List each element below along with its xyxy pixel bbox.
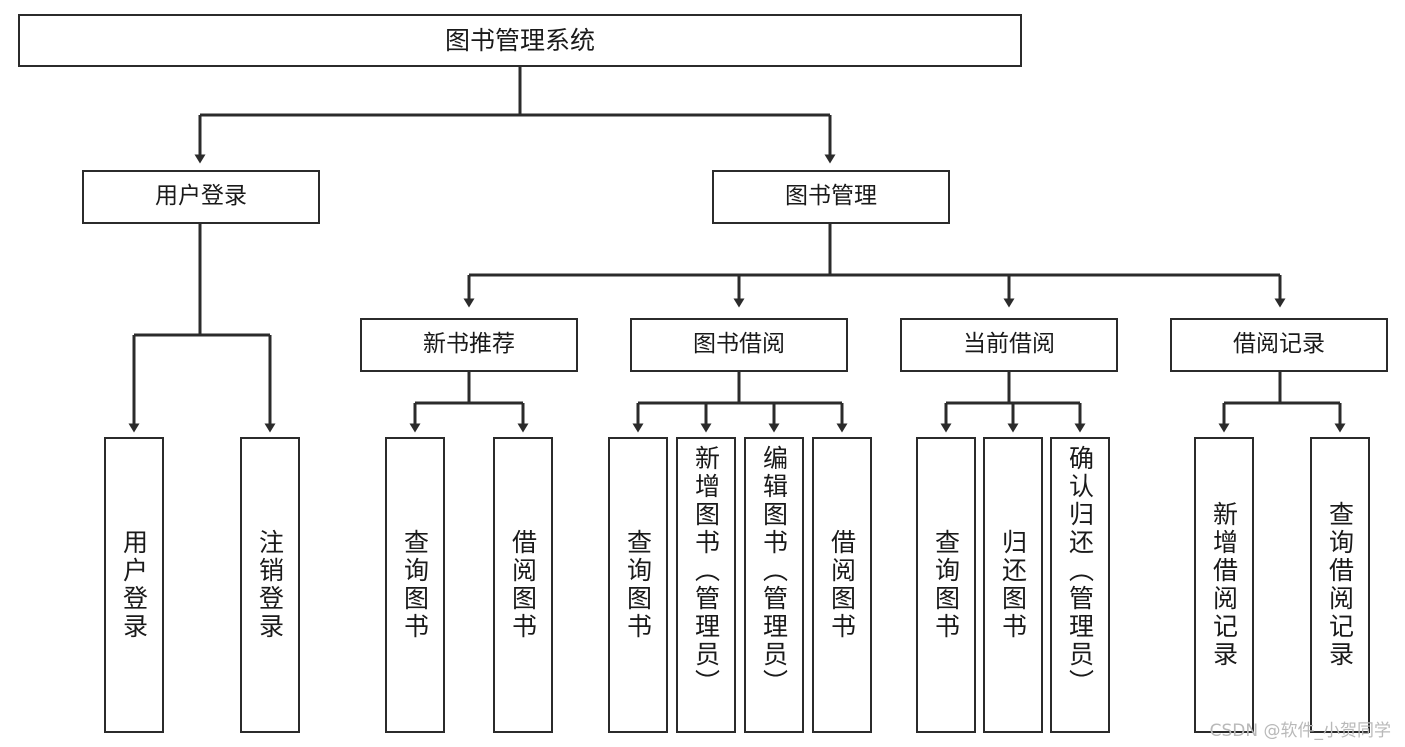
leaf-new-book-query[interactable]: 查询图书 [385, 437, 445, 733]
leaf-borrow-borrow-book-label: 借阅图书 [827, 529, 857, 641]
leaf-current-query-book[interactable]: 查询图书 [916, 437, 976, 733]
node-new-book-recommend-label: 新书推荐 [423, 331, 515, 358]
leaf-record-query[interactable]: 查询借阅记录 [1310, 437, 1370, 733]
node-borrow-record-label: 借阅记录 [1233, 331, 1325, 358]
node-root-label: 图书管理系统 [444, 25, 595, 55]
leaf-new-book-query-label: 查询图书 [400, 529, 430, 641]
leaf-user-login-signout-label: 注销登录 [255, 529, 285, 641]
leaf-current-confirm-return[interactable]: 确认归还（管理员） [1050, 437, 1110, 733]
node-book-management[interactable]: 图书管理 [712, 170, 950, 224]
leaf-user-login-signin-label: 用户登录 [119, 529, 149, 641]
leaf-new-book-borrow-label: 借阅图书 [508, 529, 538, 641]
leaf-current-confirm-return-label: 确认归还（管理员） [1065, 445, 1095, 697]
leaf-current-query-book-label: 查询图书 [931, 529, 961, 641]
leaf-new-book-borrow[interactable]: 借阅图书 [493, 437, 553, 733]
leaf-borrow-add-book-label: 新增图书（管理员） [691, 445, 721, 697]
leaf-record-add[interactable]: 新增借阅记录 [1194, 437, 1254, 733]
leaf-user-login-signout[interactable]: 注销登录 [240, 437, 300, 733]
leaf-current-return-book[interactable]: 归还图书 [983, 437, 1043, 733]
leaf-record-query-label: 查询借阅记录 [1325, 501, 1355, 669]
leaf-user-login-signin[interactable]: 用户登录 [104, 437, 164, 733]
leaf-borrow-query-book[interactable]: 查询图书 [608, 437, 668, 733]
node-user-login[interactable]: 用户登录 [82, 170, 320, 224]
leaf-borrow-query-book-label: 查询图书 [623, 529, 653, 641]
node-book-borrow-label: 图书借阅 [693, 331, 785, 358]
node-new-book-recommend[interactable]: 新书推荐 [360, 318, 578, 372]
leaf-record-add-label: 新增借阅记录 [1209, 501, 1239, 669]
node-user-login-label: 用户登录 [155, 183, 247, 210]
node-root[interactable]: 图书管理系统 [18, 14, 1022, 67]
node-borrow-record[interactable]: 借阅记录 [1170, 318, 1388, 372]
leaf-borrow-edit-book[interactable]: 编辑图书（管理员） [744, 437, 804, 733]
leaf-borrow-add-book[interactable]: 新增图书（管理员） [676, 437, 736, 733]
node-book-management-label: 图书管理 [785, 183, 877, 210]
node-book-borrow[interactable]: 图书借阅 [630, 318, 848, 372]
leaf-borrow-borrow-book[interactable]: 借阅图书 [812, 437, 872, 733]
watermark-text: CSDN @软件_小贺同学 [1209, 721, 1391, 741]
node-current-borrow-label: 当前借阅 [963, 331, 1055, 358]
leaf-current-return-book-label: 归还图书 [998, 529, 1028, 641]
node-current-borrow[interactable]: 当前借阅 [900, 318, 1118, 372]
leaf-borrow-edit-book-label: 编辑图书（管理员） [759, 445, 789, 697]
